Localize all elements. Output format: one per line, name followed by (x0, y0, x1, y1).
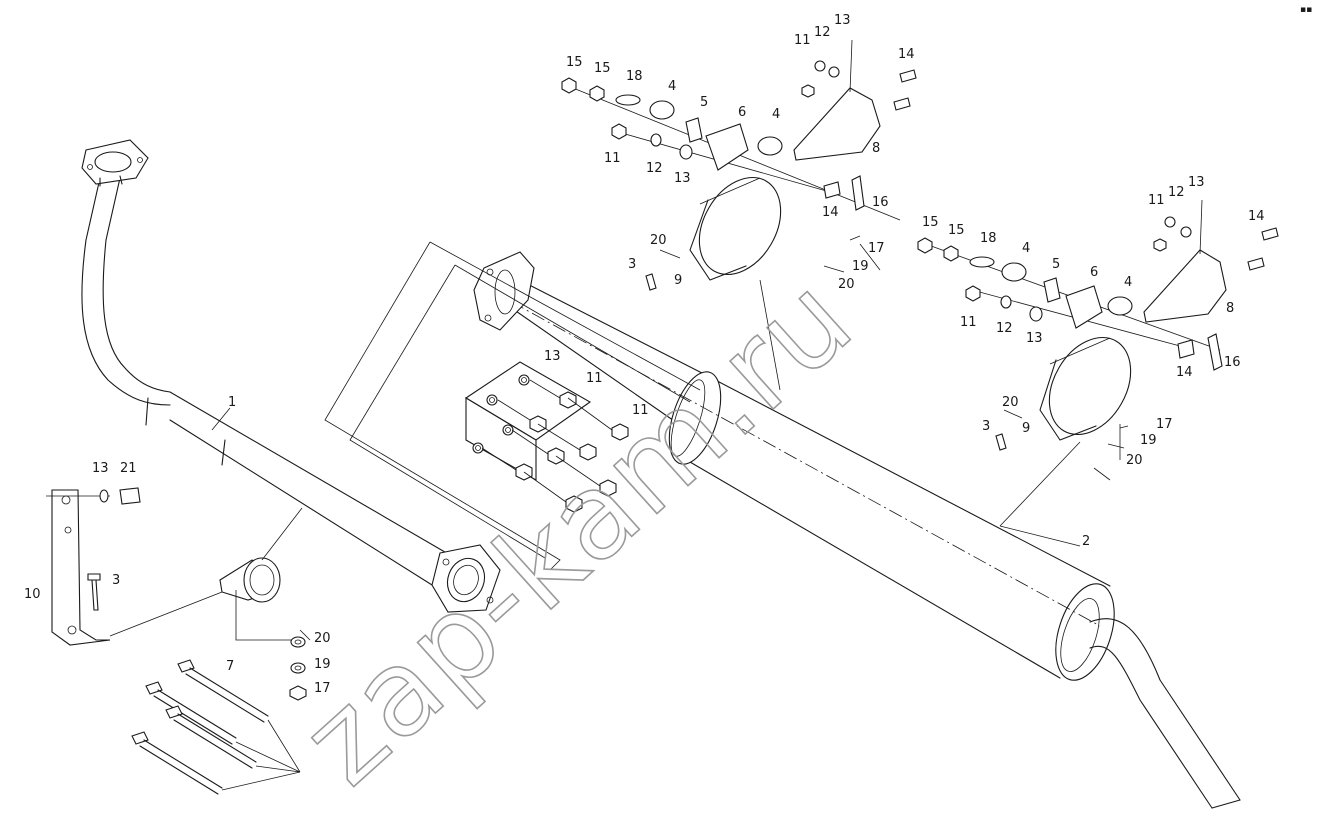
clamp-hardware (472, 374, 629, 513)
callout-12: 12 (1168, 185, 1185, 200)
clamp-band-lower-right (995, 336, 1132, 451)
callout-9: 9 (674, 273, 682, 288)
clamp-detail-frame (324, 241, 701, 571)
bracket-assembly-left (46, 487, 223, 646)
callout-16: 16 (1224, 355, 1241, 370)
callout-17: 17 (868, 241, 885, 256)
callout-11: 11 (794, 33, 811, 48)
callout-14: 14 (1176, 365, 1193, 380)
callout-5: 5 (700, 95, 708, 110)
callout-17: 17 (1156, 417, 1173, 432)
callout-15: 15 (948, 223, 965, 238)
callout-13: 13 (834, 13, 851, 28)
callout-14: 14 (1248, 209, 1265, 224)
clamp-band-upper-left (645, 176, 861, 291)
rubber-mount (219, 507, 303, 641)
callout-14: 14 (822, 205, 839, 220)
callout-12: 12 (814, 25, 831, 40)
callout-6: 6 (1090, 265, 1098, 280)
callout-11: 11 (604, 151, 621, 166)
callout-4: 4 (1124, 275, 1132, 290)
callout-14: 14 (898, 47, 915, 62)
callout-18: 18 (980, 231, 997, 246)
callout-11: 11 (1148, 193, 1165, 208)
callout-10: 10 (24, 587, 41, 602)
hanger-assembly-lower-right (917, 199, 1279, 371)
callout-3: 3 (982, 419, 990, 434)
callout-20: 20 (838, 277, 855, 292)
callout-19: 19 (852, 259, 869, 274)
callout-12: 12 (646, 161, 663, 176)
long-bolts (131, 659, 301, 795)
callout-15: 15 (922, 215, 939, 230)
hanger-assembly-upper-left (561, 39, 917, 221)
callout-7: 7 (226, 659, 234, 674)
callout-20: 20 (314, 631, 331, 646)
callout-2: 2 (1082, 534, 1090, 549)
callout-11: 11 (632, 403, 649, 418)
callout-1: 1 (228, 395, 236, 410)
callout-20: 20 (650, 233, 667, 248)
callout-8: 8 (872, 141, 880, 156)
callout-4: 4 (772, 107, 780, 122)
leader-lines (211, 243, 1121, 641)
callout-labels: 1 2 3 3 3 4 4 4 4 5 5 6 6 7 8 8 9 9 10 1… (24, 13, 1265, 696)
callout-15: 15 (566, 55, 583, 70)
callout-13: 13 (1188, 175, 1205, 190)
callout-16: 16 (872, 195, 889, 210)
callout-18: 18 (626, 69, 643, 84)
callout-11: 11 (586, 371, 603, 386)
main-muffler (473, 251, 1241, 809)
callout-11: 11 (960, 315, 977, 330)
callout-21: 21 (120, 461, 137, 476)
callout-20: 20 (1126, 453, 1143, 468)
callout-4: 4 (668, 79, 676, 94)
callout-5: 5 (1052, 257, 1060, 272)
callout-13: 13 (1026, 331, 1043, 346)
callout-12: 12 (996, 321, 1013, 336)
pipe-flange-joint (431, 544, 501, 613)
callout-19: 19 (1140, 433, 1157, 448)
callout-13: 13 (544, 349, 561, 364)
callout-4: 4 (1022, 241, 1030, 256)
callout-8: 8 (1226, 301, 1234, 316)
callout-9: 9 (1022, 421, 1030, 436)
callout-15: 15 (594, 61, 611, 76)
watermark: zap-kam.ru (276, 249, 878, 811)
washer-stack-bottom (289, 636, 307, 701)
callout-17: 17 (314, 681, 331, 696)
callout-13: 13 (674, 171, 691, 186)
callout-3: 3 (112, 573, 120, 588)
callout-3: 3 (628, 257, 636, 272)
callout-20: 20 (1002, 395, 1019, 410)
corner-mark: ▪▪ (1300, 5, 1312, 15)
callout-19: 19 (314, 657, 331, 672)
callout-6: 6 (738, 105, 746, 120)
callout-13: 13 (92, 461, 109, 476)
